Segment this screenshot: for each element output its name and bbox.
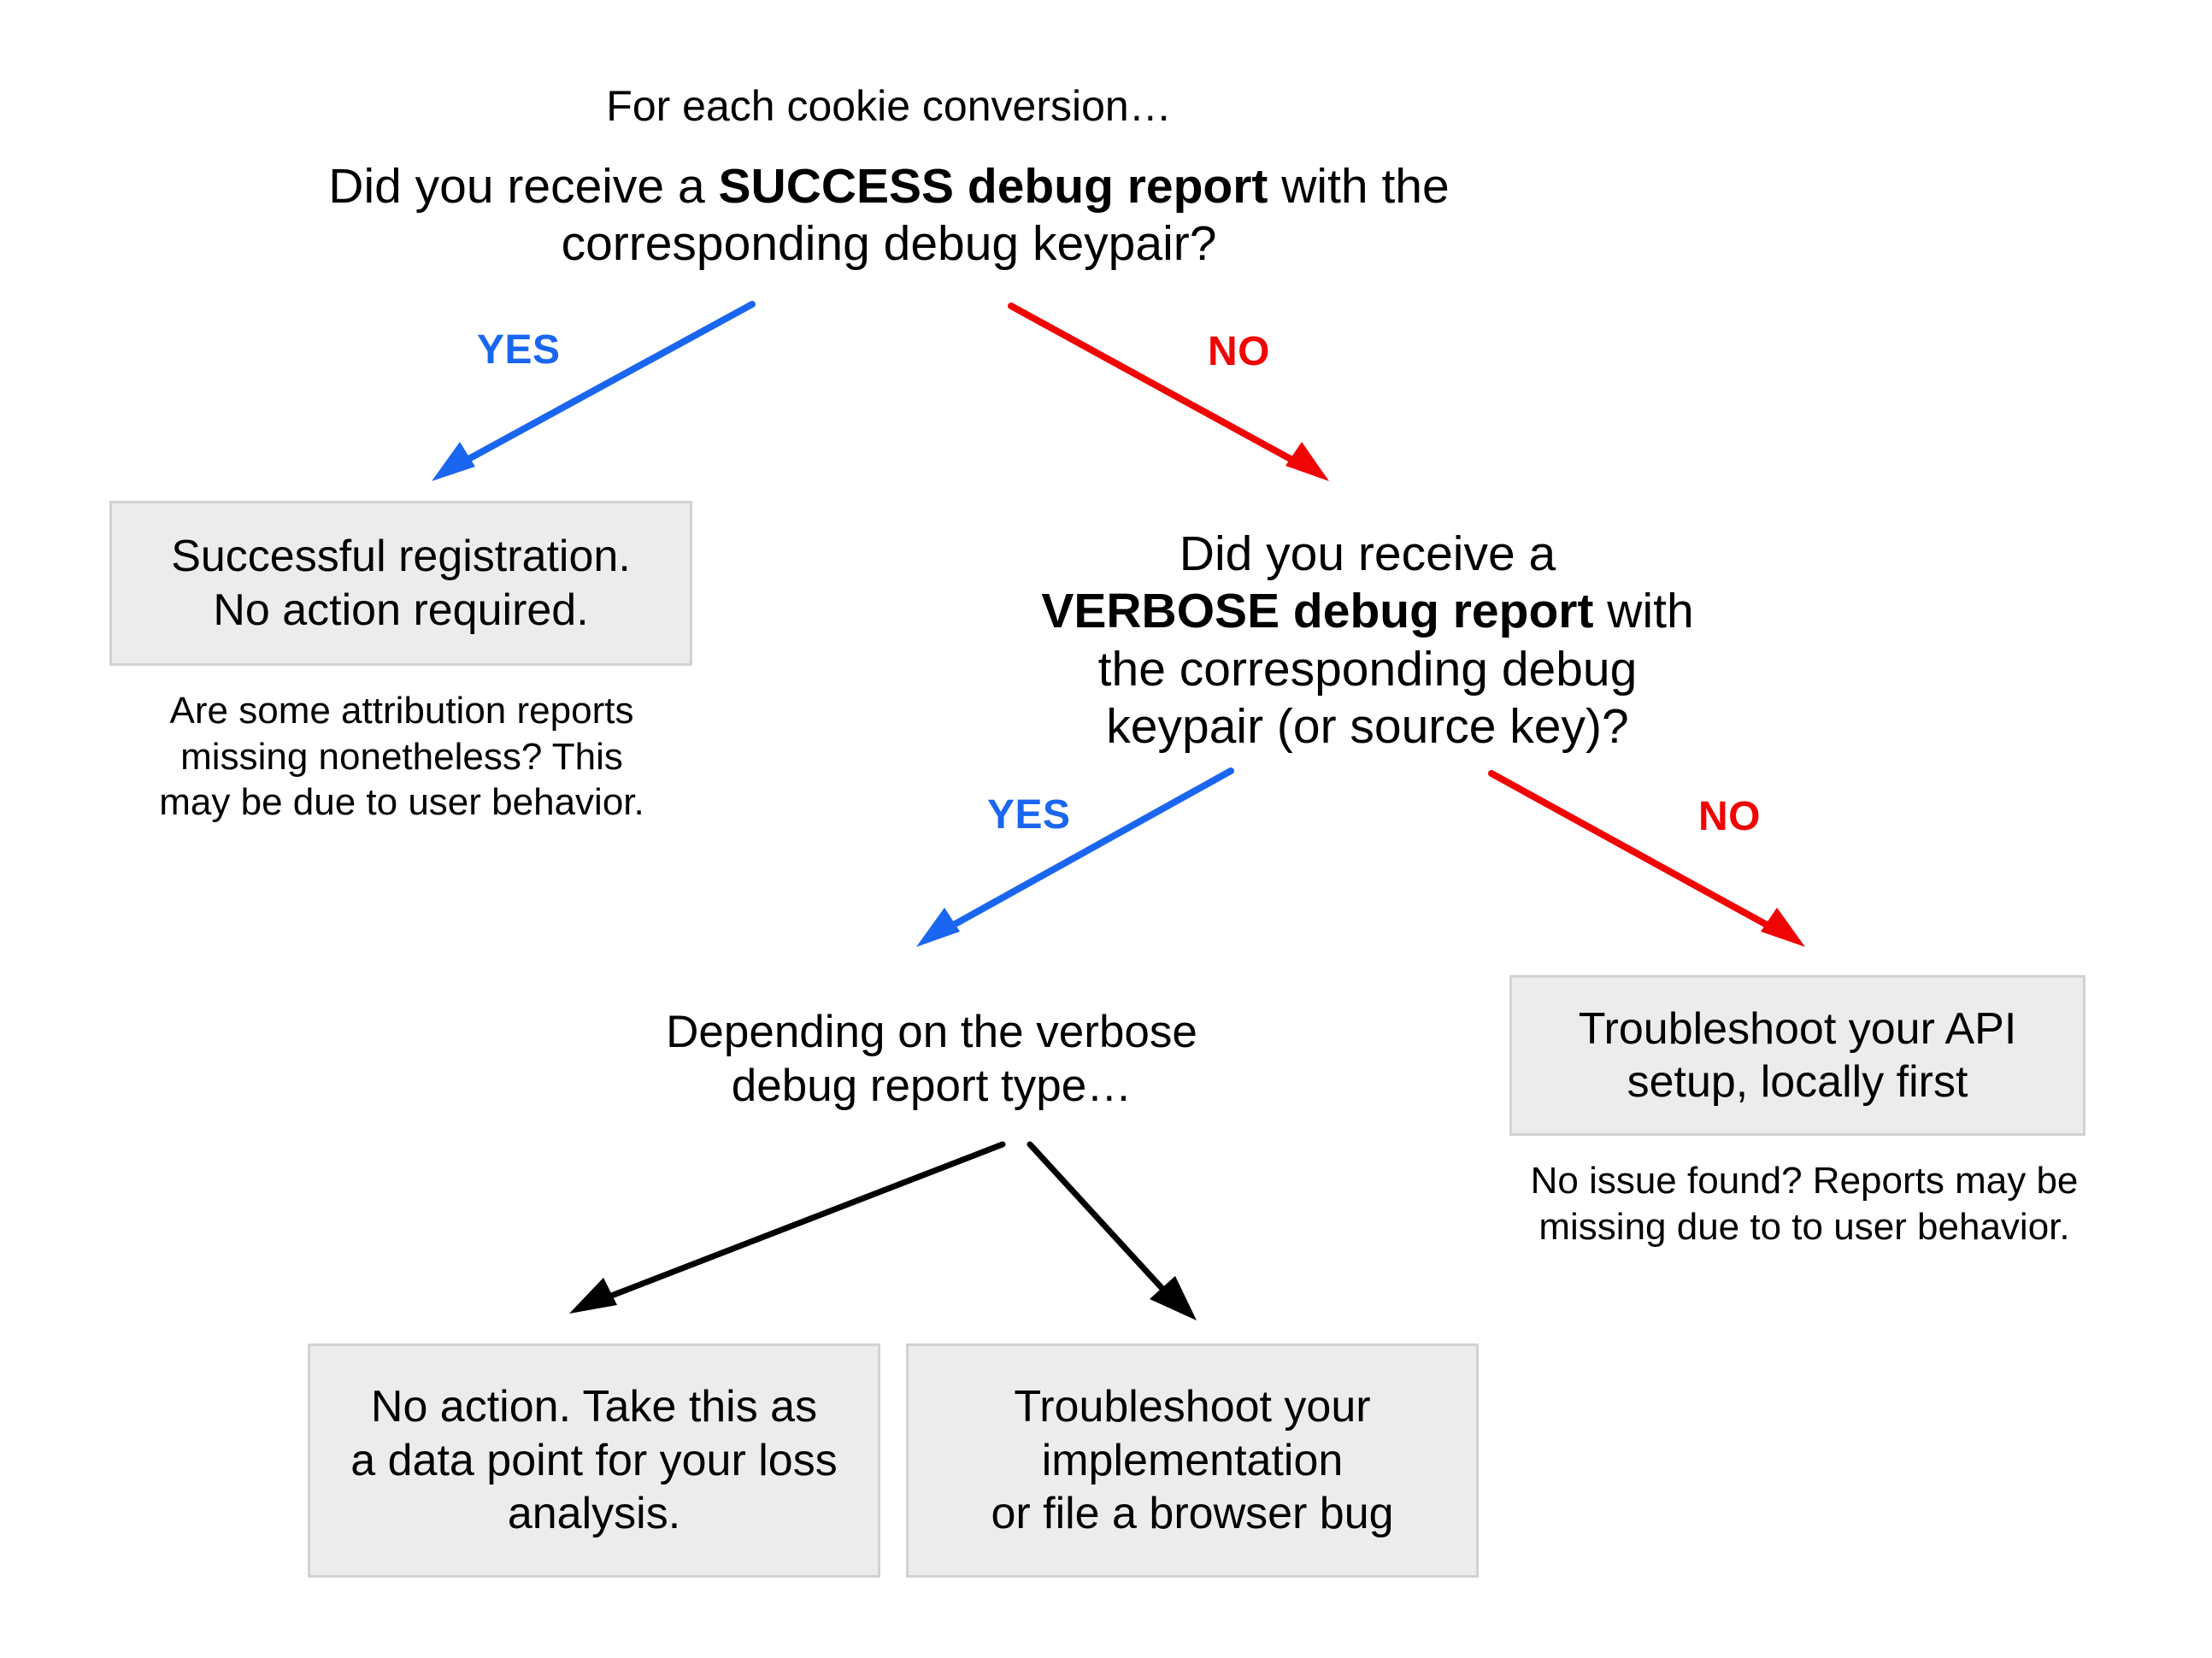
edge-yes-2 (916, 767, 1234, 947)
edge-label-no-2: NO (1698, 794, 1761, 839)
caption-left-note: Are some attribution reports missing non… (159, 690, 644, 824)
second-question-prefix: Did you receive a (1179, 526, 1556, 581)
root-question-prefix: Did you receive a (328, 159, 719, 214)
second-question-emphasis: VERBOSE debug report (1041, 584, 1594, 639)
root-question-emphasis: SUCCESS debug report (718, 159, 1268, 214)
second-question-suffix: with the corresponding debug keypair (or… (1097, 584, 1694, 754)
edge-label-yes-1: YES (477, 327, 561, 373)
box-troubleshoot-implementation[interactable]: Troubleshoot your implementation or file… (906, 1343, 1479, 1578)
edge-plain-left (569, 1141, 1006, 1314)
second-question: Did you receive a VERBOSE debug report w… (1017, 526, 1718, 756)
root-question: Did you receive a SUCCESS debug report w… (282, 158, 1496, 273)
box-no-action-loss-analysis[interactable]: No action. Take this as a data point for… (308, 1343, 880, 1578)
intro-text: For each cookie conversion… (606, 82, 1172, 130)
edge-label-no-1: NO (1208, 329, 1270, 374)
caption-right-note: No issue found? Reports may be missing d… (1530, 1160, 2079, 1248)
edge-label-yes-2: YES (987, 792, 1071, 838)
edge-plain-right (1027, 1141, 1197, 1320)
branch-note: Depending on the verbose debug report ty… (666, 1007, 1197, 1111)
box-successful-registration[interactable]: Successful registration. No action requi… (109, 501, 692, 666)
root-question-suffix: with the corresponding debug keypair? (561, 159, 1450, 272)
box-troubleshoot-api[interactable]: Troubleshoot your API setup, locally fir… (1509, 975, 2086, 1136)
edge-no-1 (1008, 303, 1329, 481)
